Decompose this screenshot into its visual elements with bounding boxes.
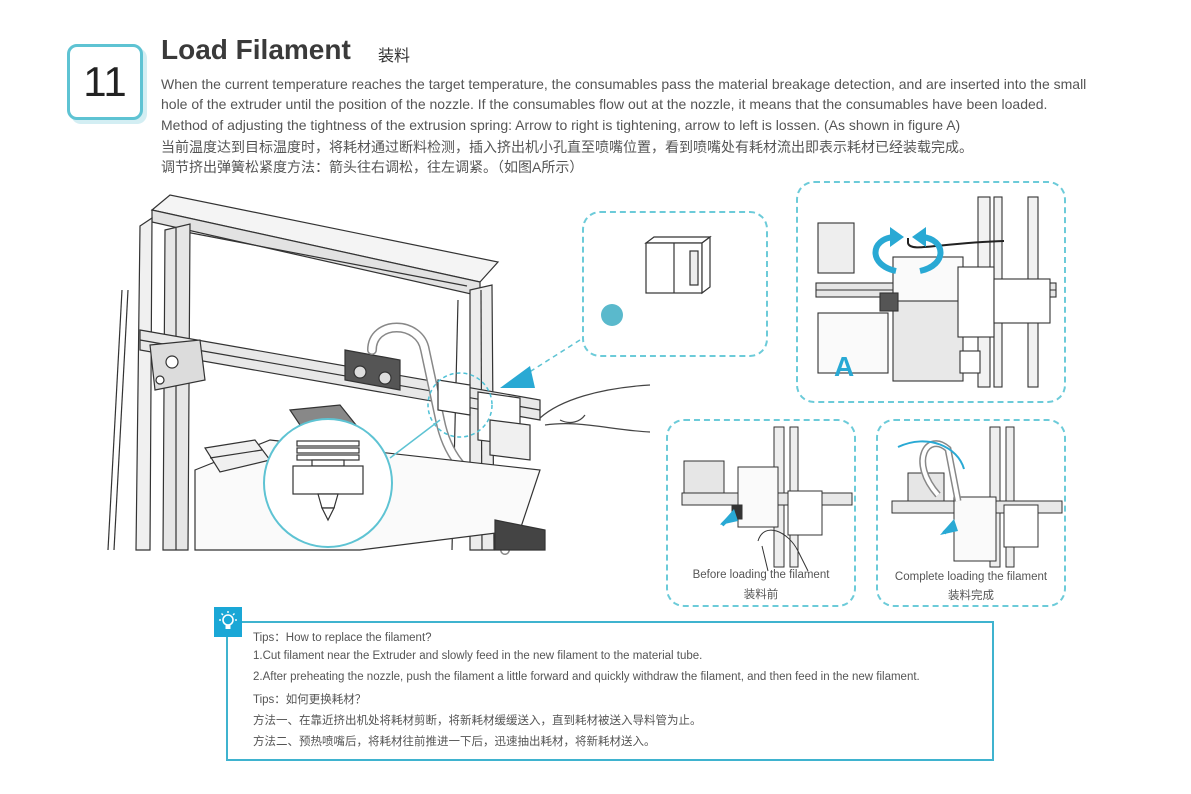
tips-heading-cn: Tips：如何更换耗材？ bbox=[253, 694, 367, 706]
description-line-2: hole of the extruder until the position … bbox=[161, 96, 1048, 112]
page-title: Load Filament bbox=[161, 34, 351, 65]
tips-step1-cn: 方法一、在靠近挤出机处将耗材剪断，将新耗材缓缓送入，直到耗材被送入导料管为止。 bbox=[253, 715, 702, 727]
tips-step1-en: 1.Cut filament near the Extruder and slo… bbox=[253, 650, 703, 662]
step-number: 11 bbox=[83, 58, 127, 105]
extruder-spring-illustration bbox=[815, 196, 1057, 388]
description-line-5: 调节挤出弹簧松紧度方法：箭头往右调松，往左调紧。（如图A所示） bbox=[161, 159, 584, 175]
complete-loading-box: Complete loading the filament 装料完成 bbox=[876, 419, 1066, 607]
complete-caption-cn: 装料完成 bbox=[948, 590, 994, 602]
before-caption-en: Before loading the filament bbox=[692, 569, 830, 581]
tips-step2-cn: 方法二、预热喷嘴后，将耗材往前推进一下后，迅速抽出耗材，将新耗材送入。 bbox=[253, 736, 656, 748]
figure-a-label: A bbox=[834, 351, 855, 382]
lightbulb-glyph bbox=[219, 611, 237, 629]
before-caption-cn: 装料前 bbox=[743, 589, 779, 601]
complete-caption-en: Complete loading the filament bbox=[894, 571, 1048, 583]
step-number-badge: 11 bbox=[67, 44, 143, 120]
before-loading-box: Before loading the filament 装料前 bbox=[666, 419, 856, 607]
lightbulb-icon bbox=[214, 607, 242, 637]
complete-loading-illustration bbox=[891, 426, 1063, 568]
before-loading-illustration bbox=[681, 426, 853, 572]
figure-a-box: A bbox=[796, 181, 1066, 403]
page-title-cn: 装料 bbox=[378, 48, 411, 65]
tips-panel bbox=[226, 621, 994, 761]
sensor-detail-box bbox=[582, 211, 768, 357]
description-line-3: Method of adjusting the tightness of the… bbox=[161, 117, 961, 133]
tips-heading-en: Tips：How to replace the filament? bbox=[253, 632, 432, 644]
description-line-1: When the current temperature reaches the… bbox=[161, 76, 1087, 92]
tips-step2-en: 2.After preheating the nozzle, push the … bbox=[253, 671, 920, 683]
filament-sensor-icon bbox=[601, 235, 712, 326]
description-line-4: 当前温度达到目标温度时，将耗材通过断料检测，插入挤出机小孔直至喷嘴位置，看到喷嘴… bbox=[161, 139, 973, 155]
